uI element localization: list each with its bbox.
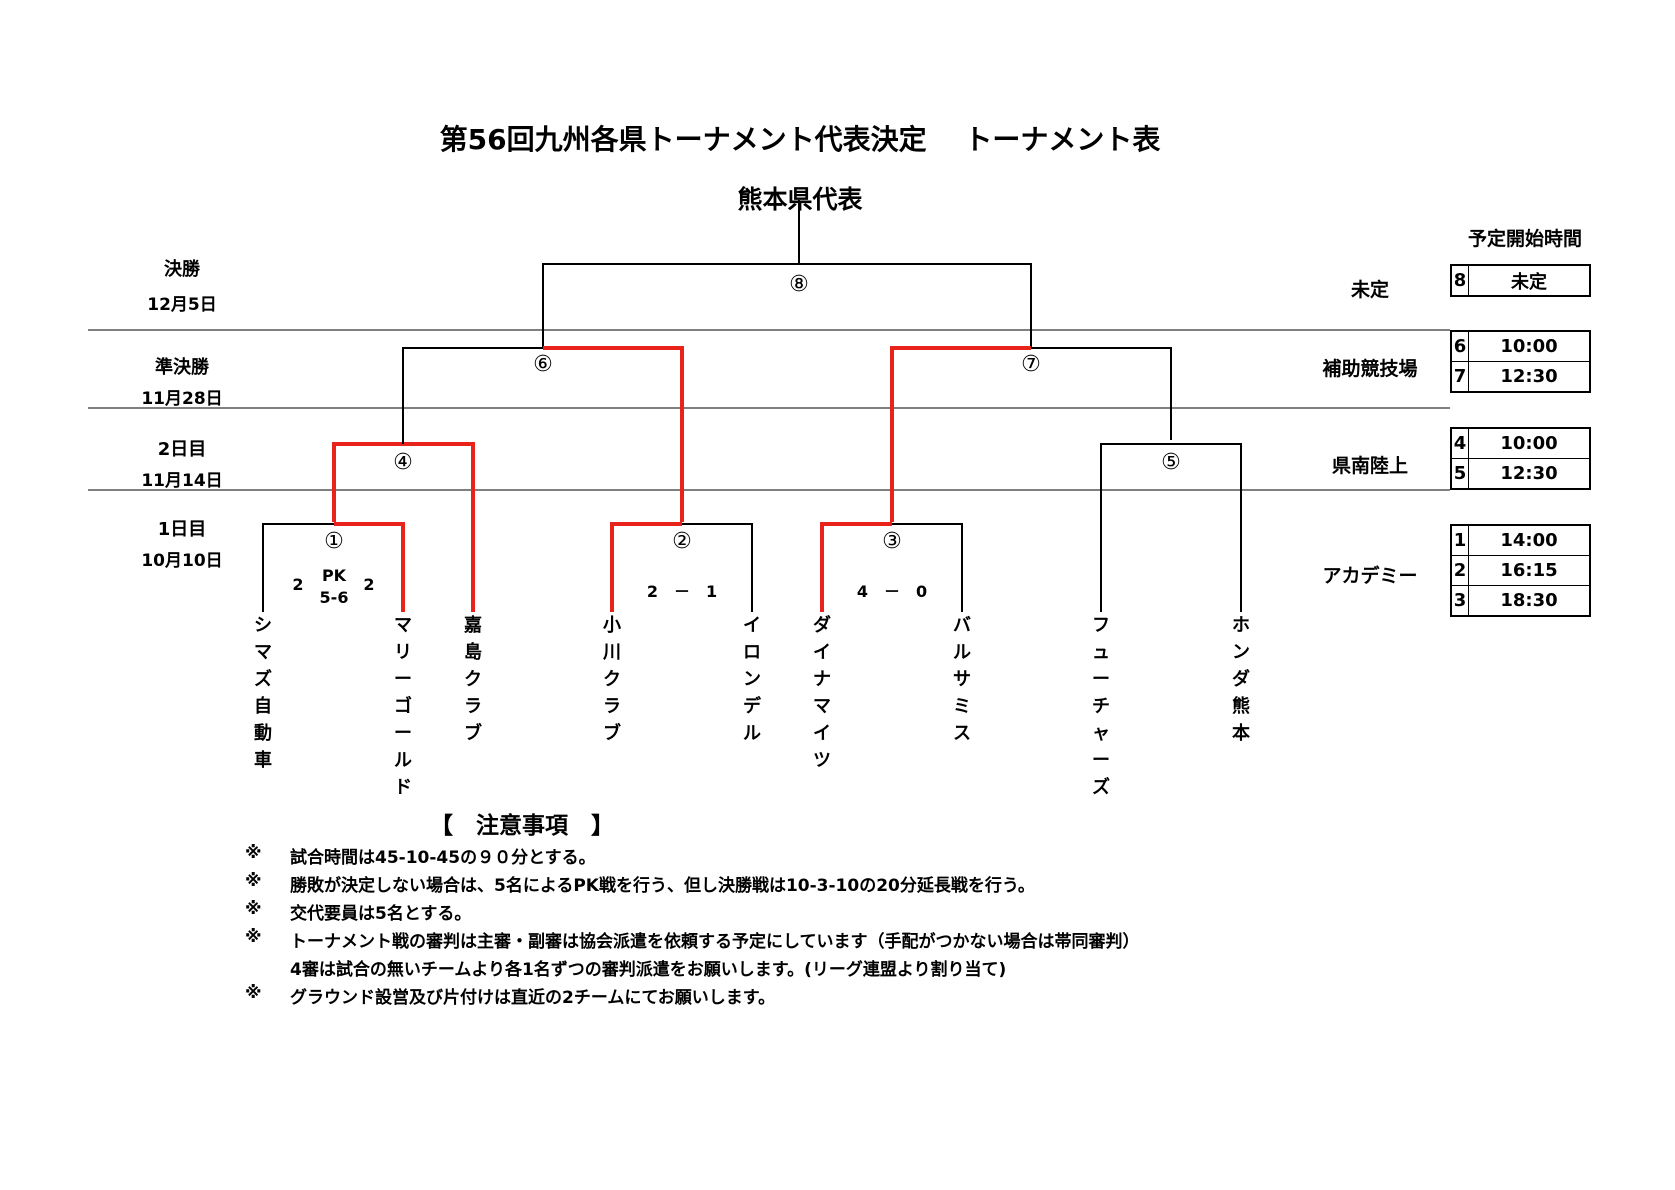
round-day2-name: 2日目 (157, 439, 207, 460)
match-6-number: ⑥ (533, 352, 553, 377)
venue-name: 補助競技場 (1322, 358, 1418, 380)
note-mark: ※ (245, 871, 262, 891)
note-text: 交代要員は5名とする。 (290, 904, 472, 924)
match-4-number: ④ (393, 450, 413, 475)
round-day1-date: 10月10日 (141, 551, 223, 571)
match-3-score: 4 － 0 (856, 582, 928, 601)
match-1-pk-score: 5-6 (319, 588, 349, 607)
winner-line (890, 346, 1031, 522)
schedule-box: 4 10:00 5 12:30 (1450, 427, 1591, 490)
schedule-row: 6 10:00 (1452, 332, 1589, 361)
schedule-time: 16:15 (1500, 560, 1558, 581)
schedule-row: 2 16:15 (1452, 555, 1589, 585)
winner-line (610, 522, 682, 612)
schedule-time: 未定 (1511, 271, 1547, 293)
winner-line (403, 442, 475, 612)
note-mark: ※ (245, 927, 262, 947)
schedule-time: 12:30 (1500, 463, 1558, 484)
match-1-pk-label: PK (321, 566, 347, 585)
page-title: 第56回九州各県トーナメント代表決定 トーナメント表 (439, 123, 1161, 156)
note-mark: ※ (245, 983, 262, 1003)
bracket-line (542, 263, 1032, 348)
bracket-line (402, 347, 543, 440)
team-name: マリーゴールド (394, 615, 412, 798)
round-day1-name: 1日目 (157, 519, 207, 540)
schedule-match-number: 3 (1452, 586, 1469, 615)
schedule-match-number: 2 (1452, 556, 1469, 585)
round-semi-date: 11月28日 (141, 389, 223, 409)
venue-name: 未定 (1350, 279, 1389, 301)
schedule-row: 1 14:00 (1452, 526, 1589, 555)
schedule-row: 4 10:00 (1452, 429, 1589, 458)
round-day2-date: 11月14日 (141, 471, 223, 491)
schedule-time: 12:30 (1500, 366, 1558, 387)
note-text: 4審は試合の無いチームより各1名ずつの審判派遣をお願いします。(リーグ連盟より割… (290, 960, 1007, 980)
note-text: グラウンド設営及び片付けは直近の2チームにてお願いします。 (290, 988, 776, 1008)
team-name: ホンダ熊本 (1232, 615, 1250, 744)
match-1-number: ① (324, 529, 344, 554)
schedule-row: 5 12:30 (1452, 458, 1589, 488)
team-name: フューチャーズ (1092, 615, 1110, 798)
team-name: シマズ自動車 (254, 615, 272, 771)
note-mark: ※ (245, 843, 262, 863)
schedule-match-number: 7 (1452, 362, 1469, 391)
schedule-match-number: 8 (1452, 266, 1469, 295)
schedule-box: 6 10:00 7 12:30 (1450, 330, 1591, 393)
note-text: トーナメント戦の審判は主審・副審は協会派遣を依頼する予定にしています（手配がつか… (290, 932, 1140, 952)
schedule-time: 10:00 (1500, 433, 1558, 454)
round-semi-name: 準決勝 (155, 357, 209, 378)
round-final-date: 12月5日 (147, 295, 217, 315)
winner-line (820, 522, 892, 612)
venue-name: アカデミー (1322, 565, 1418, 587)
schedule-time: 18:30 (1500, 590, 1558, 611)
match-5-number: ⑤ (1161, 450, 1181, 475)
note-text: 勝敗が決定しない場合は、5名によるPK戦を行う、但し決勝戦は10-3-10の20… (290, 876, 1035, 896)
match-1-score-right: 2 (363, 575, 375, 594)
note-text: 試合時間は45-10-45の９０分とする。 (290, 848, 596, 868)
schedule-row: 7 12:30 (1452, 361, 1589, 391)
notes-header: 【 注意事項 】 (430, 813, 614, 839)
bracket-line (1031, 347, 1172, 440)
winner-line (332, 442, 403, 522)
schedule-row: 8 未定 (1452, 266, 1589, 295)
winner-line (334, 522, 405, 612)
bracket-line (892, 523, 963, 612)
schedule-row: 3 18:30 (1452, 585, 1589, 615)
schedule-match-number: 5 (1452, 459, 1469, 488)
team-name: イロンデル (743, 615, 761, 744)
match-7-number: ⑦ (1021, 352, 1041, 377)
match-1-score-left: 2 (292, 575, 304, 594)
match-3-number: ③ (882, 529, 902, 554)
team-name: ダイナマイツ (813, 615, 831, 771)
match-8-number: ⑧ (789, 272, 809, 297)
round-final-name: 決勝 (164, 259, 200, 280)
team-name: バルサミス (953, 615, 971, 744)
schedule-time: 10:00 (1500, 336, 1558, 357)
bracket-line (1100, 443, 1242, 612)
match-2-number: ② (672, 529, 692, 554)
schedule-match-number: 4 (1452, 429, 1469, 458)
team-name: 嘉島クラブ (464, 615, 482, 744)
team-name: 小川クラブ (603, 615, 621, 744)
bracket-line (262, 523, 334, 612)
schedule-box: 8 未定 (1450, 264, 1591, 297)
schedule-header: 予定開始時間 (1467, 228, 1582, 250)
schedule-match-number: 6 (1452, 332, 1469, 361)
bracket-line (682, 523, 753, 612)
schedule-box: 1 14:00 2 16:15 3 18:30 (1450, 524, 1591, 617)
venue-name: 県南陸上 (1331, 455, 1408, 477)
schedule-time: 14:00 (1500, 530, 1558, 551)
schedule-match-number: 1 (1452, 526, 1469, 555)
match-2-score: 2 － 1 (646, 582, 718, 601)
note-mark: ※ (245, 899, 262, 919)
winner-line (543, 346, 684, 522)
